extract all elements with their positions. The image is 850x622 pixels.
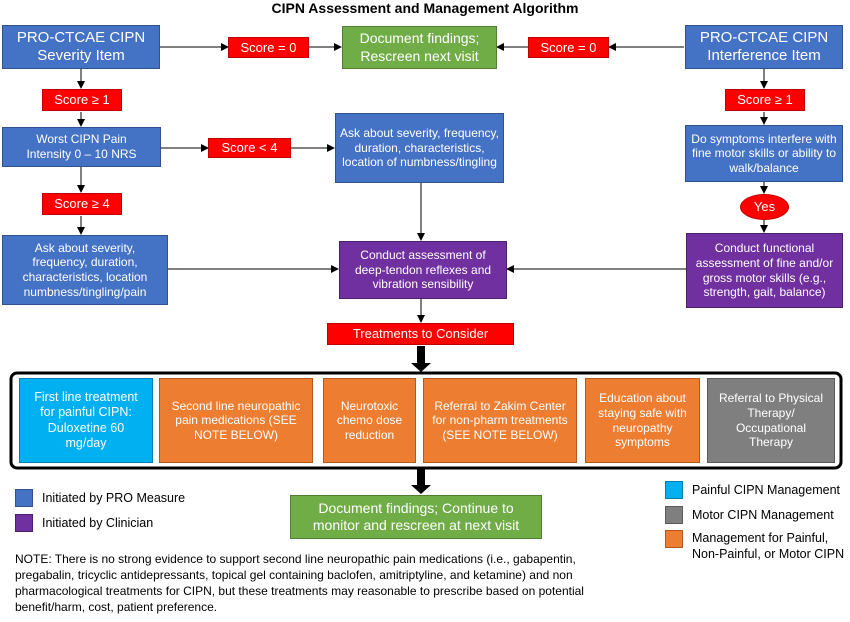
score-ge1-right-badge: Score ≥ 1 (725, 89, 805, 111)
score-zero-right-badge: Score = 0 (528, 37, 609, 58)
legend-label-clinician: Initiated by Clinician (42, 516, 154, 530)
treatment-option-education: Education about staying safe with neurop… (585, 378, 700, 463)
footnote: NOTE: There is no strong evidence to sup… (15, 552, 584, 614)
document-monitor-box: Document findings; Continue to monitor a… (290, 495, 542, 539)
worst-pain-box: Worst CIPN Pain Intensity 0 – 10 NRS (2, 127, 161, 167)
ask-numbness-box: Ask about severity, frequency, duration,… (335, 113, 504, 183)
score-lt4-badge: Score < 4 (208, 138, 291, 158)
page-title: CIPN Assessment and Management Algorithm (271, 0, 579, 16)
score-ge1-left-badge: Score ≥ 1 (42, 89, 122, 111)
document-rescreen-box: Document findings; Rescreen next visit (342, 26, 497, 69)
legend-swatch-management (665, 530, 683, 548)
treatment-option-duloxetine: First line treatment for painful CIPN: D… (19, 378, 153, 463)
interfere-question-box: Do symptoms interfere with fine motor sk… (685, 125, 843, 182)
ask-pain-box: Ask about severity, frequency, duration,… (2, 235, 168, 305)
legend-label-pro: Initiated by PRO Measure (42, 491, 186, 505)
score-ge4-badge: Score ≥ 4 (42, 193, 122, 215)
legend-swatch-pro (15, 489, 33, 507)
functional-assessment-box: Conduct functional assessment of fine an… (686, 233, 843, 308)
treatment-option-zakim-referral: Referral to Zakim Center for non-pharm t… (423, 378, 577, 463)
yes-badge: Yes (740, 194, 789, 220)
treatment-option-pt-ot-referral: Referral to Physical Therapy/ Occupation… (707, 378, 835, 463)
interference-item-box: PRO-CTCAE CIPN Interference Item (685, 25, 843, 69)
legend-label-painful: Painful CIPN Management (692, 483, 840, 497)
legend-swatch-painful (665, 481, 683, 499)
score-zero-left-badge: Score = 0 (228, 37, 309, 58)
legend-label-management: Management for Painful, Non-Painful, or … (692, 531, 845, 562)
severity-item-box: PRO-CTCAE CIPN Severity Item (2, 25, 160, 69)
legend-swatch-motor (665, 506, 683, 524)
treatment-option-second-line: Second line neuropathic pain medications… (159, 378, 313, 463)
legend-label-motor: Motor CIPN Management (692, 508, 834, 522)
treatments-to-consider-badge: Treatments to Consider (327, 323, 514, 345)
treatment-option-dose-reduction: Neurotoxic chemo dose reduction (323, 378, 416, 463)
tendon-assessment-box: Conduct assessment of deep-tendon reflex… (339, 241, 507, 299)
legend-swatch-clinician (15, 514, 33, 532)
